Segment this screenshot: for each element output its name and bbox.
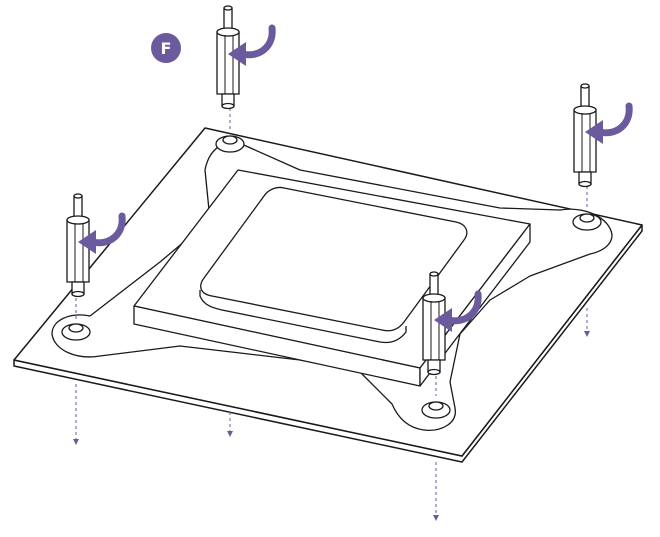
curved-rotate-arrow-icon <box>585 102 633 144</box>
step-badge: F <box>151 33 181 63</box>
standoff-front-left <box>66 193 90 298</box>
hole-front-left <box>61 323 91 341</box>
guide-lines <box>73 108 590 521</box>
step-badge-label: F <box>161 39 172 58</box>
standoff-screws <box>66 5 633 376</box>
curved-rotate-arrow-icon <box>434 290 482 332</box>
hole-back-right <box>572 213 602 231</box>
standoff-back-right <box>573 83 597 188</box>
curved-rotate-arrow-icon <box>78 212 126 254</box>
standoff-front-right <box>422 271 446 376</box>
cold-plate <box>199 186 468 344</box>
standoff-back-left <box>216 5 240 110</box>
curved-rotate-arrow-icon <box>228 24 276 66</box>
hole-front-right <box>421 401 451 419</box>
hole-back-left <box>215 135 245 153</box>
mount-holes <box>61 135 602 419</box>
